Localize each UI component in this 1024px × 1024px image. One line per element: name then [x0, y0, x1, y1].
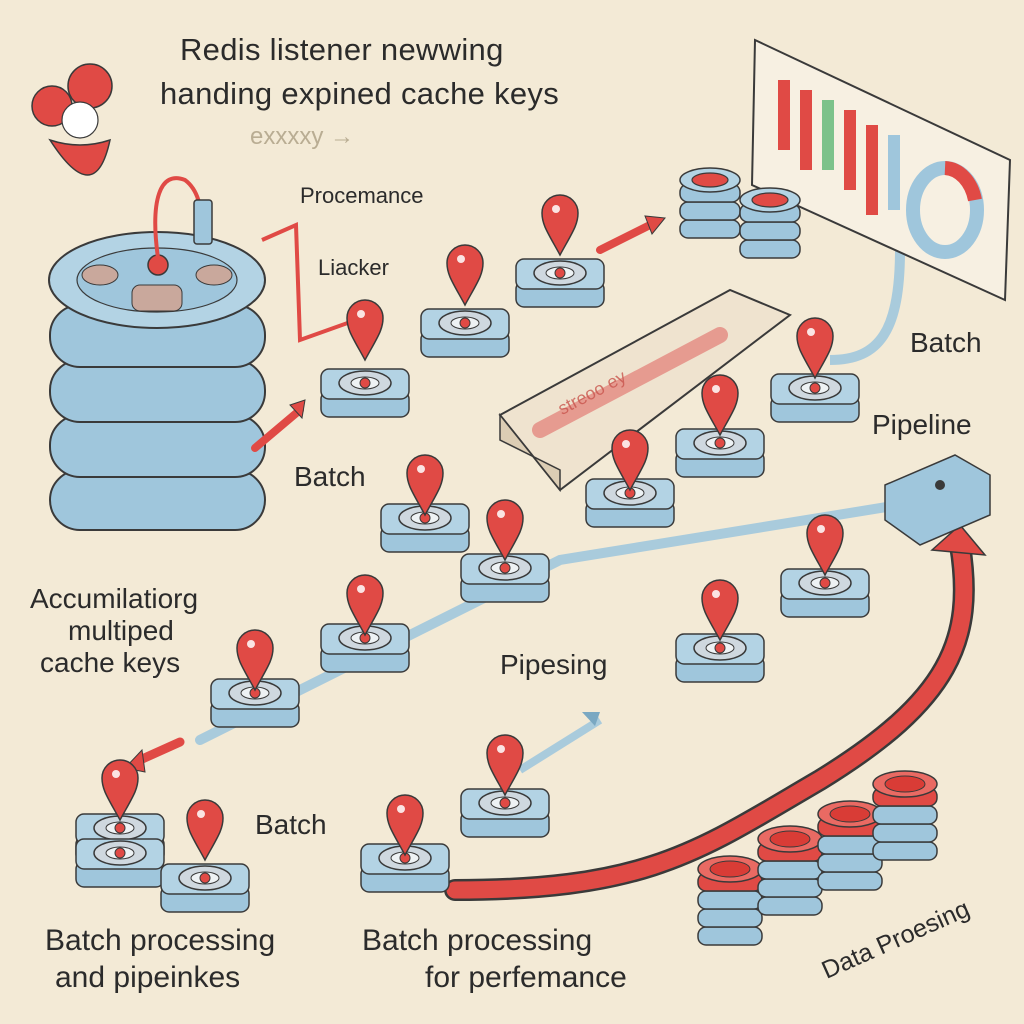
label-pipeline: Pipeline: [872, 409, 972, 440]
label-batch-left: Batch: [294, 461, 366, 492]
processing-tray-icon: [498, 288, 792, 493]
pipeline-connector-icon: [884, 454, 991, 546]
label-batch-bottom: Batch: [255, 809, 327, 840]
cache-key-node-p: [160, 799, 250, 913]
caption-mid-line-1: Batch processing: [362, 924, 593, 957]
redis-database-icon: [48, 231, 266, 531]
cache-key-node-c: [515, 258, 605, 308]
label-cache-keys: cache keys: [40, 647, 181, 678]
cache-key-node-j: [210, 629, 300, 728]
caption-mid-line-2: for perfemance: [425, 961, 627, 994]
data-processing-stack-icon: [697, 770, 938, 946]
cache-key-node-a: [320, 368, 410, 418]
title-line-1: Redis listener newwing: [180, 32, 504, 67]
cache-key-node-h: [770, 317, 860, 423]
label-accumulation: Accumilatiorg: [30, 583, 199, 614]
cache-key-node-l: [675, 579, 765, 683]
redis-logo-icon: [31, 63, 113, 176]
label-procemance: Procemance: [300, 183, 424, 208]
title-line-2: handing expined cache keys: [160, 76, 560, 111]
cache-key-node-e: [460, 499, 550, 603]
cache-key-node-i: [320, 574, 410, 673]
cache-key-node-n: [360, 794, 450, 893]
cache-key-node-d: [380, 454, 470, 553]
label-multipled: multiped: [68, 615, 174, 646]
label-liacker: Liacker: [318, 255, 389, 280]
cache-key-node-b: [420, 308, 510, 358]
cache-key-node-k: [780, 514, 870, 618]
cache-key-node-m: [460, 734, 550, 838]
caption-left-line-2: and pipeinkes: [55, 961, 241, 994]
monitor-dashboard-icon: [750, 38, 1012, 302]
label-pipesing: Pipesing: [500, 649, 608, 680]
caption-left-line-1: Batch processing: [45, 924, 276, 957]
label-batch-top-right: Batch: [910, 327, 982, 358]
title-faded-text: exxxxy →: [250, 123, 355, 150]
cache-key-node-o: [75, 759, 165, 888]
